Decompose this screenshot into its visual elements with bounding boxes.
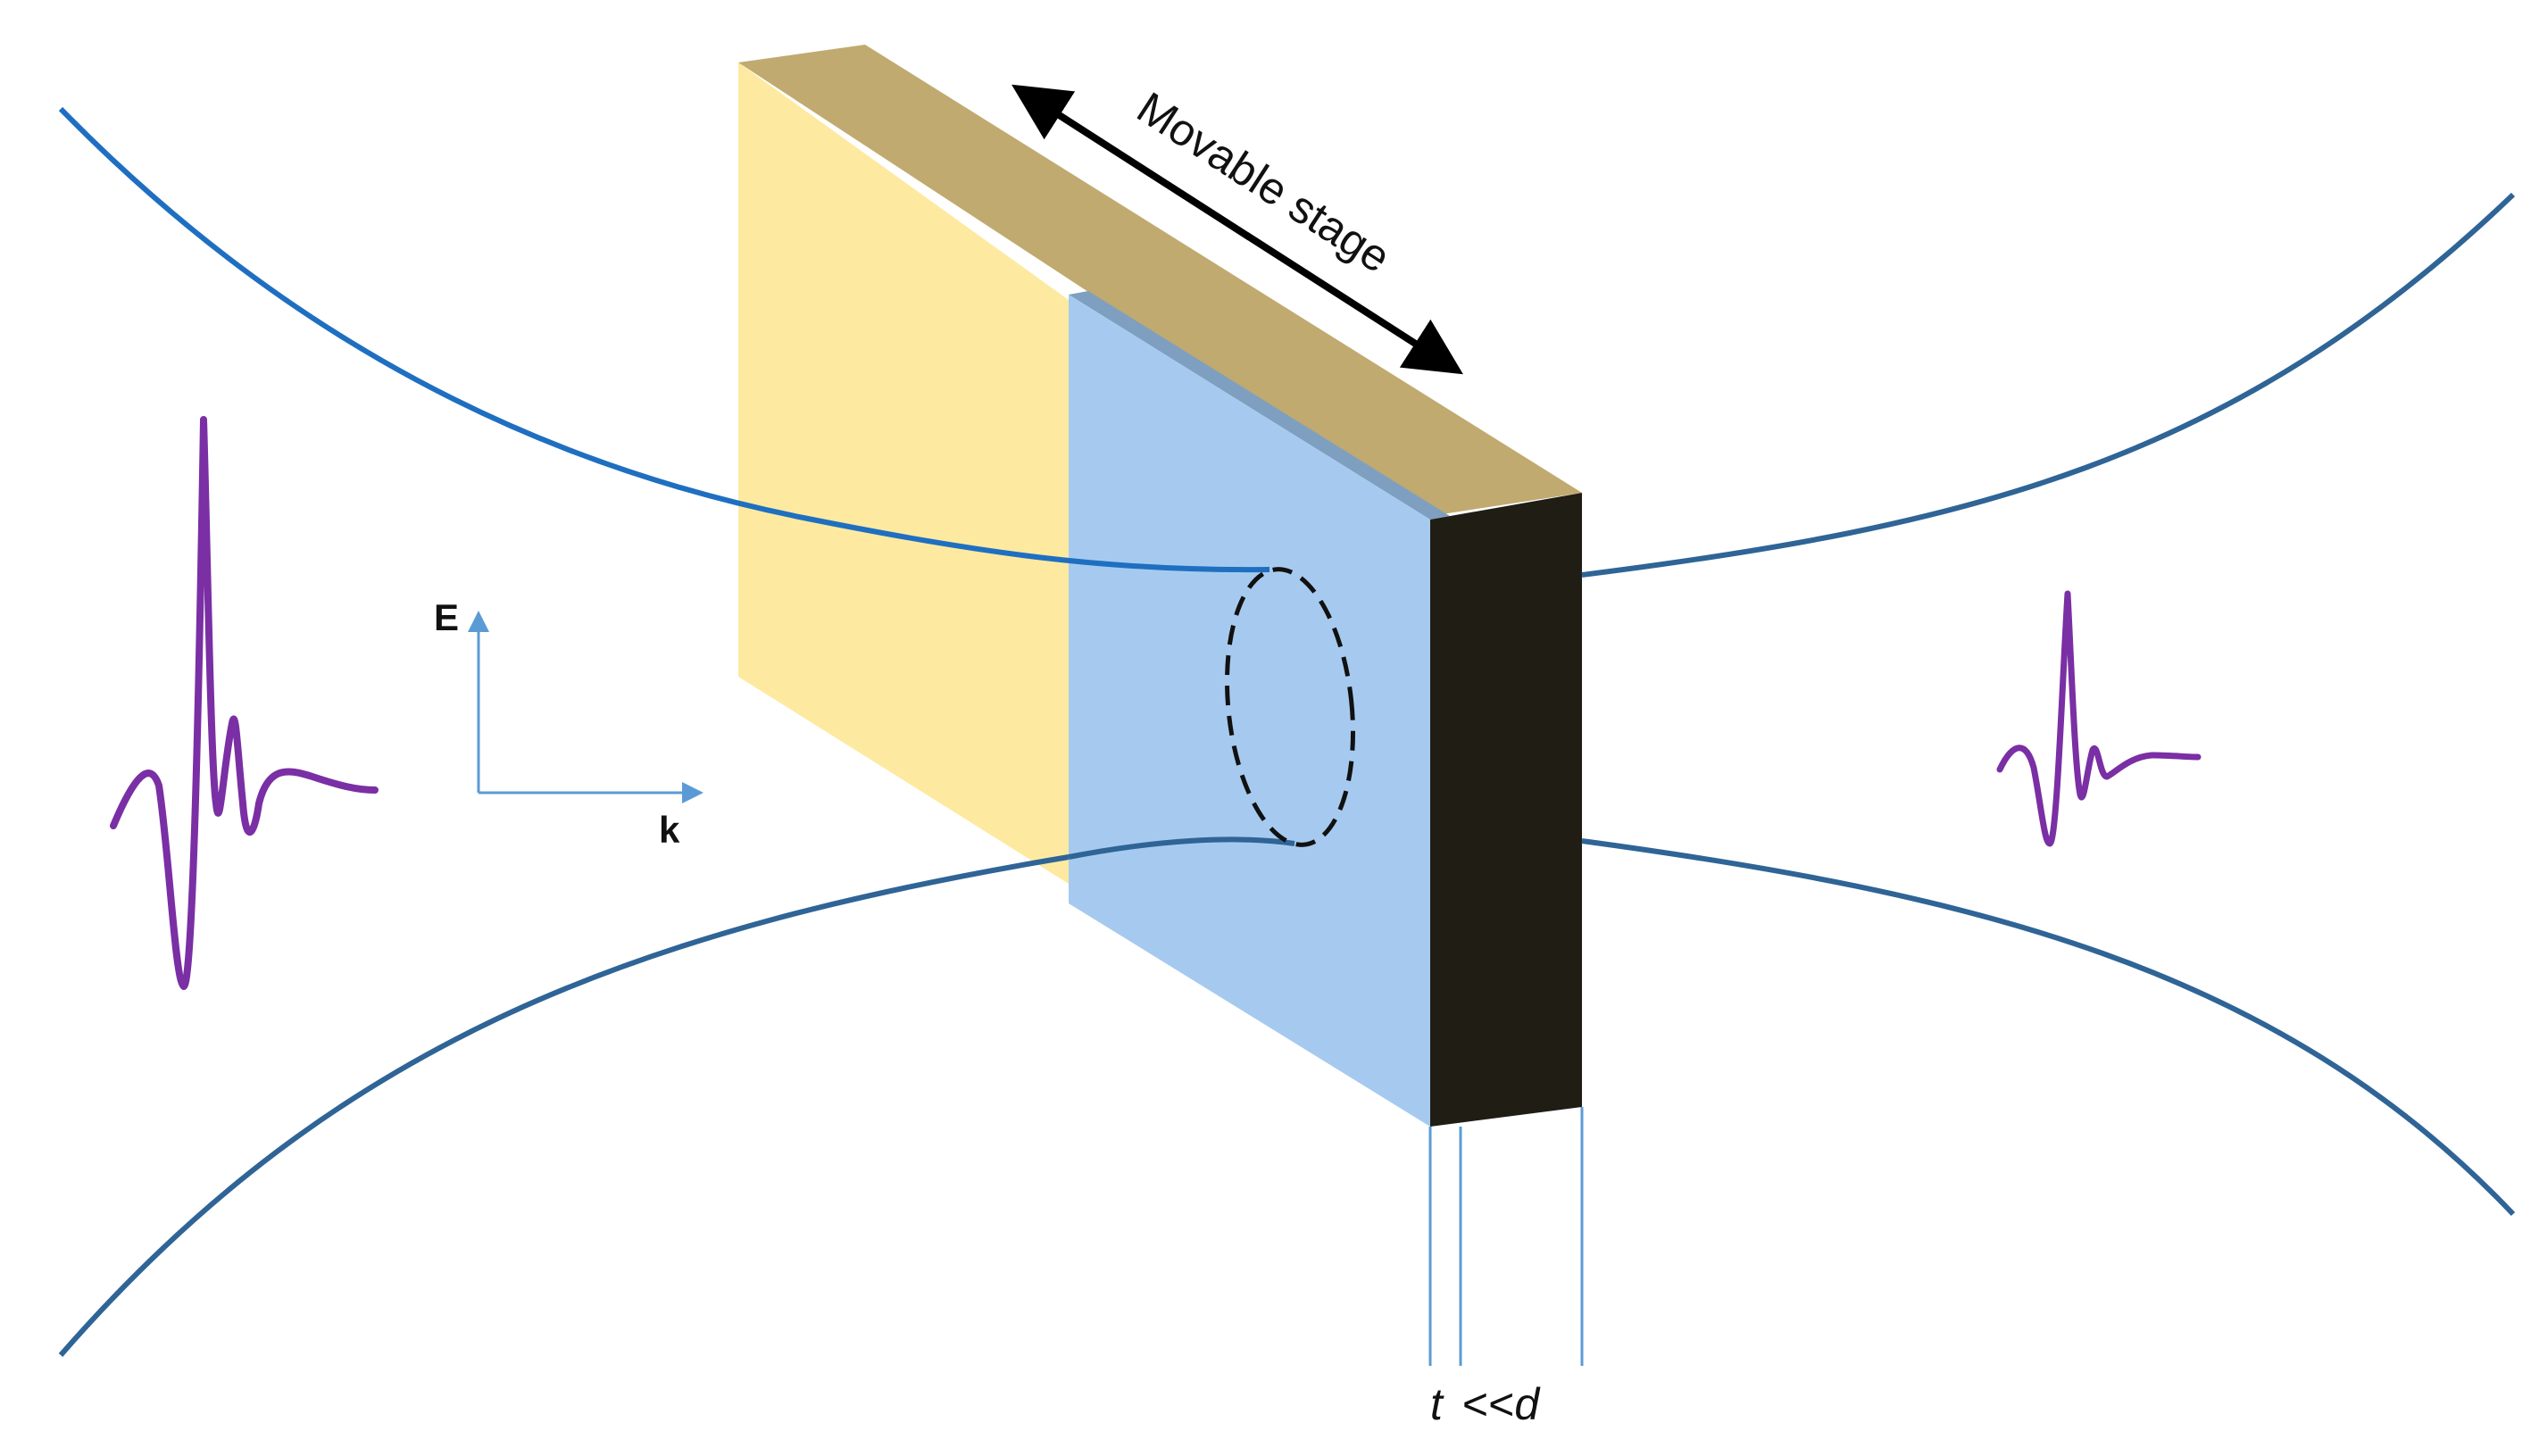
double-headed-arrow-icon [1011, 84, 1463, 375]
thickness-t-label: t [1430, 1379, 1444, 1429]
transmitted-pulse-waveform-icon [1996, 590, 2202, 847]
thickness-relation-label: t <<d [1430, 1379, 1541, 1429]
e-axis-label: E [434, 596, 459, 638]
focal-spot-ellipse [1224, 567, 1356, 847]
sample-side-face [1430, 493, 1582, 1127]
sample-front-face [1069, 295, 1430, 1127]
beam-lower-on-sample [1068, 836, 1295, 860]
thickness-d-label: d [1514, 1379, 1541, 1429]
thickness-rel-label: << [1462, 1379, 1514, 1429]
substrate-front-face [738, 62, 1069, 884]
beam-lower-right [1581, 838, 2516, 1217]
beam-upper-right [1581, 192, 2516, 578]
beam-upper-left [58, 106, 1270, 573]
beam-lower-left [58, 854, 1070, 1357]
k-axis-label: k [659, 809, 680, 851]
incident-pulse-waveform-icon [110, 416, 379, 990]
